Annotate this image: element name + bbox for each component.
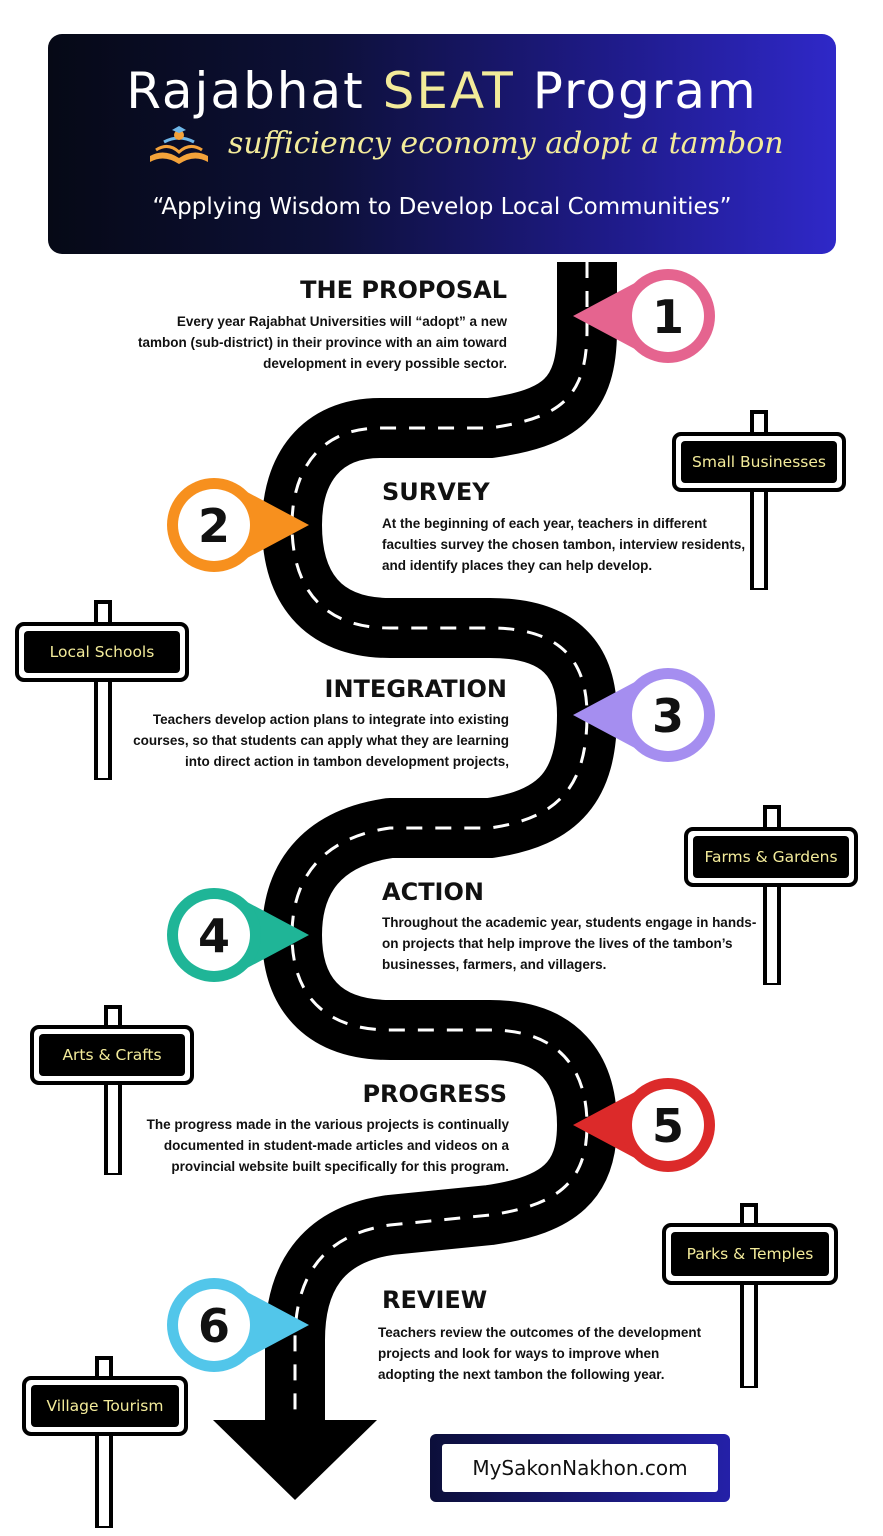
- signpost-parks-temples: Parks & Temples: [662, 1203, 838, 1388]
- website-banner[interactable]: MySakonNakhon.com: [430, 1434, 730, 1502]
- sign-label: Small Businesses: [681, 441, 837, 483]
- step-4-line-1: Throughout the academic year, students e…: [382, 915, 757, 930]
- step-2-number: 2: [198, 499, 230, 553]
- sign-label: Arts & Crafts: [39, 1034, 185, 1076]
- step-4-title: ACTION: [382, 878, 484, 906]
- step-6-line-2: projects and look for ways to improve wh…: [378, 1346, 660, 1361]
- step-2-line-2: faculties survey the chosen tambon, inte…: [382, 537, 746, 552]
- sign-label: Local Schools: [24, 631, 180, 673]
- step-3-number: 3: [652, 689, 684, 743]
- header-quote: “Applying Wisdom to Develop Local Commun…: [152, 194, 732, 220]
- step-1-number: 1: [652, 290, 684, 344]
- sign-plank: Farms & Gardens: [684, 827, 858, 887]
- step-2-text: At the beginning of each year, teachers …: [382, 513, 762, 576]
- sign-plank: Arts & Crafts: [30, 1025, 194, 1085]
- step-5-line-1: The progress made in the various project…: [146, 1117, 509, 1132]
- step-4-text: Throughout the academic year, students e…: [382, 912, 782, 975]
- step-4-line-3: businesses, farmers, and villagers.: [382, 957, 607, 972]
- step-1-line-1: Every year Rajabhat Universities will “a…: [176, 314, 507, 329]
- website-link[interactable]: MySakonNakhon.com: [442, 1444, 718, 1492]
- pin-center: [178, 899, 250, 971]
- sign-plank: Small Businesses: [672, 432, 846, 492]
- signpost-small-businesses: Small Businesses: [672, 410, 848, 590]
- step-2-title: SURVEY: [382, 478, 490, 506]
- pin-center: [178, 489, 250, 561]
- step-2-pin: 2: [167, 478, 309, 572]
- step-3-line-2: courses, so that students can apply what…: [133, 733, 509, 748]
- step-4-pin: 4: [167, 888, 309, 982]
- step-6-line-1: Teachers review the outcomes of the deve…: [378, 1325, 702, 1340]
- step-1-line-3: development in every possible sector.: [263, 356, 507, 371]
- signpost-arts-crafts: Arts & Crafts: [30, 1005, 194, 1175]
- step-6-title: REVIEW: [382, 1286, 488, 1314]
- step-3-title: INTEGRATION: [324, 675, 507, 703]
- title-highlight: SEAT: [382, 62, 515, 120]
- step-5-line-3: provincial website built specifically fo…: [171, 1159, 509, 1174]
- step-1-line-2: tambon (sub-district) in their province …: [137, 335, 507, 350]
- title-suffix: Program: [532, 62, 758, 120]
- step-5-number: 5: [652, 1099, 684, 1153]
- step-1-pin: 1: [573, 269, 715, 363]
- book-logo-icon: [150, 126, 208, 164]
- signpost-farms-gardens: Farms & Gardens: [684, 805, 860, 985]
- road-arrowhead: [213, 1420, 377, 1500]
- step-3-pin: 3: [573, 668, 715, 762]
- signpost-local-schools: Local Schools: [15, 600, 191, 780]
- step-5-text: The progress made in the various project…: [100, 1114, 509, 1177]
- step-2-line-3: and identify places they can help develo…: [382, 558, 653, 573]
- step-1-title: THE PROPOSAL: [300, 276, 507, 304]
- step-3-line-1: Teachers develop action plans to integra…: [152, 712, 509, 727]
- step-5-line-2: documented in student-made articles and …: [163, 1138, 509, 1153]
- step-4-line-2: on projects that help improve the lives …: [382, 936, 733, 951]
- step-4-number: 4: [198, 909, 230, 963]
- step-6-line-3: adopting the next tambon the following y…: [378, 1367, 665, 1382]
- step-6-pin: 6: [167, 1278, 309, 1372]
- sign-label: Parks & Temples: [671, 1232, 829, 1276]
- step-5-pin: 5: [573, 1078, 715, 1172]
- pin-center: [178, 1289, 250, 1361]
- page-title: Rajabhat SEAT Program: [48, 62, 836, 120]
- step-3-line-3: into direct action in tambon development…: [184, 754, 509, 769]
- tagline: sufficiency economy adopt a tambon: [228, 126, 784, 161]
- step-6-number: 6: [198, 1299, 230, 1353]
- pin-center: [632, 679, 704, 751]
- sign-label: Farms & Gardens: [693, 836, 849, 878]
- step-3-text: Teachers develop action plans to integra…: [100, 709, 509, 772]
- pin-center: [632, 280, 704, 352]
- sign-plank: Village Tourism: [22, 1376, 188, 1436]
- step-6-text: Teachers review the outcomes of the deve…: [378, 1322, 758, 1385]
- sign-label: Village Tourism: [31, 1385, 179, 1427]
- sign-plank: Parks & Temples: [662, 1223, 838, 1285]
- title-prefix: Rajabhat: [126, 62, 365, 120]
- step-1-text: Every year Rajabhat Universities will “a…: [100, 311, 507, 374]
- step-5-title: PROGRESS: [362, 1080, 507, 1108]
- header-banner: Rajabhat SEAT Program sufficiency econom…: [48, 34, 836, 254]
- pin-center: [632, 1089, 704, 1161]
- sign-plank: Local Schools: [15, 622, 189, 682]
- signpost-village-tourism: Village Tourism: [22, 1356, 190, 1528]
- step-2-line-1: At the beginning of each year, teachers …: [382, 516, 707, 531]
